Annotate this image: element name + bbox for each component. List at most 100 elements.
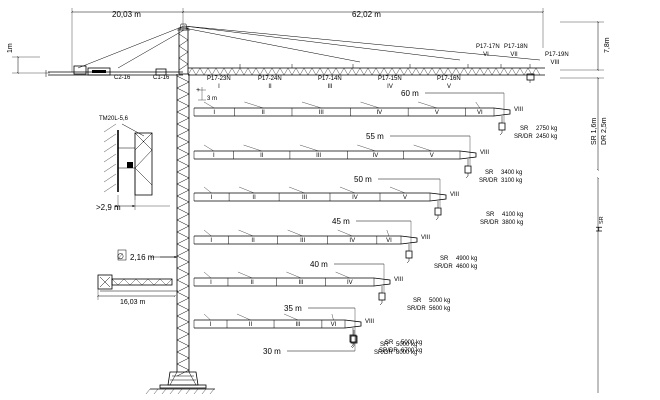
main-segment-code: P17-19N [545,52,569,58]
config-dr-load: 6700 kg [401,348,422,354]
config-dr-load: 3100 kg [501,178,522,184]
config-sr-label: SR [380,342,389,348]
config-sr-label: SR [485,170,494,176]
left-height-dimension [12,55,50,75]
config-dr-label: SR/DR [479,178,498,184]
main-segment-roman: III [327,84,332,90]
base-width-label: 16,03 m [120,299,145,306]
config-segment-label: II [252,195,256,201]
config-segment-label: II [251,238,255,244]
config-sr-load: 5000 kg [396,342,417,348]
counterweight-c2-label: C2-16 [114,75,131,81]
config-length-label: 60 m [401,89,419,98]
config-sr-load: 4900 kg [456,256,477,262]
config-segment-label: V [430,153,434,159]
main-segment-roman: V [447,84,451,90]
config-dr-label: SR/DR [480,220,499,226]
mast-section-dimension [117,249,177,261]
config-segment-label: III [295,322,300,328]
left-height-label: 1m [7,43,14,53]
config-sr-load: 5000 kg [429,298,450,304]
config-segment-label: II [250,280,254,286]
config-dr-load: 8000 kg [396,350,417,356]
config-segment-label: III [302,195,307,201]
mast-section-symbol: ∅ [117,252,124,261]
config-segment-label: IV [377,110,383,116]
config-length-label: 35 m [284,304,302,313]
config-length-label: 40 m [310,260,328,269]
main-segment-code: P17-18N [504,44,528,50]
config-segment-label: I [213,153,215,159]
config-segment-label: I [210,238,212,244]
config-tip-label: VIII [365,319,374,325]
config-sr-label: SR [413,298,422,304]
config-tip-label: VIII [514,107,523,113]
main-segment-code: P17-16N [437,76,461,82]
main-segment-roman: VII [510,52,518,58]
config-segment-label: IV [373,153,379,159]
attachment-detail [103,123,170,210]
config-tip-label: VIII [480,150,489,156]
config-segment-label: III [319,110,324,116]
config-length-label: 30 m [263,347,281,356]
step-dimension: + [196,87,206,101]
main-segment-roman: IV [387,84,393,90]
config-sr-load: 4100 kg [502,212,523,218]
config-segment-label: III [300,238,305,244]
right-height-dimension [560,20,604,72]
config-segment-label: II [260,153,264,159]
main-jib-segment-labels: P17-23NIP17-24NIIP17-14NIIIP17-15NIVP17-… [207,44,569,90]
config-segment-label: II [262,110,266,116]
config-segment-label: VI [386,238,392,244]
config-segment-label: IV [347,280,353,286]
base-detail [96,274,178,300]
svg-text:+: + [196,87,200,94]
counter-jib-length-label: 20,03 m [112,10,141,19]
config-dr-load: 2450 kg [536,134,557,140]
config-sr-label: SR [520,126,529,132]
top-crane [45,23,545,83]
config-segment-label: V [435,110,439,116]
dr-height-label: DR 2,5m [601,117,608,145]
config-segment-label: I [210,280,212,286]
main-segment-code: P17-14N [318,76,342,82]
config-dr-label: SR/DR [514,134,533,140]
rail-gauge-label: >2,9 m [96,203,121,212]
config-segment-label: I [211,195,213,201]
config-length-label: 50 m [354,175,372,184]
config-segment-label: VI [477,110,483,116]
config-dr-load: 5600 kg [429,306,450,312]
config-tip-label: VIII [421,235,430,241]
config-segment-label: II [249,322,253,328]
config-segment-label: I [210,322,212,328]
config-segment-label: VI [331,322,337,328]
config-sr-label: SR [385,340,394,346]
counterweight-c1-label: C1-16 [153,75,170,81]
config-dr-label: SR/DR [379,348,398,354]
config-dr-label: SR/DR [407,306,426,312]
main-segment-roman: I [218,84,220,90]
config-segment-label: IV [352,195,358,201]
config-dr-load: 4600 kg [456,264,477,270]
sr-height-label: SR 1,6m [591,118,598,145]
tower-mast [145,74,215,395]
jib-length-label: 62,02 m [352,10,381,19]
config-segment-label: III [298,280,303,286]
step-height-label: 3 m [207,96,217,102]
main-segment-code: P17-17N [476,44,500,50]
top-dimension-lines [70,8,545,72]
h-label: H [595,226,604,232]
config-segment-label: IV [349,238,355,244]
sr-dr-dimension [560,76,604,393]
config-tip-label: VIII [394,277,403,283]
config-segment-label: III [316,153,321,159]
config-dr-label: SR/DR [434,264,453,270]
config-sr-load: 2750 kg [536,126,557,132]
